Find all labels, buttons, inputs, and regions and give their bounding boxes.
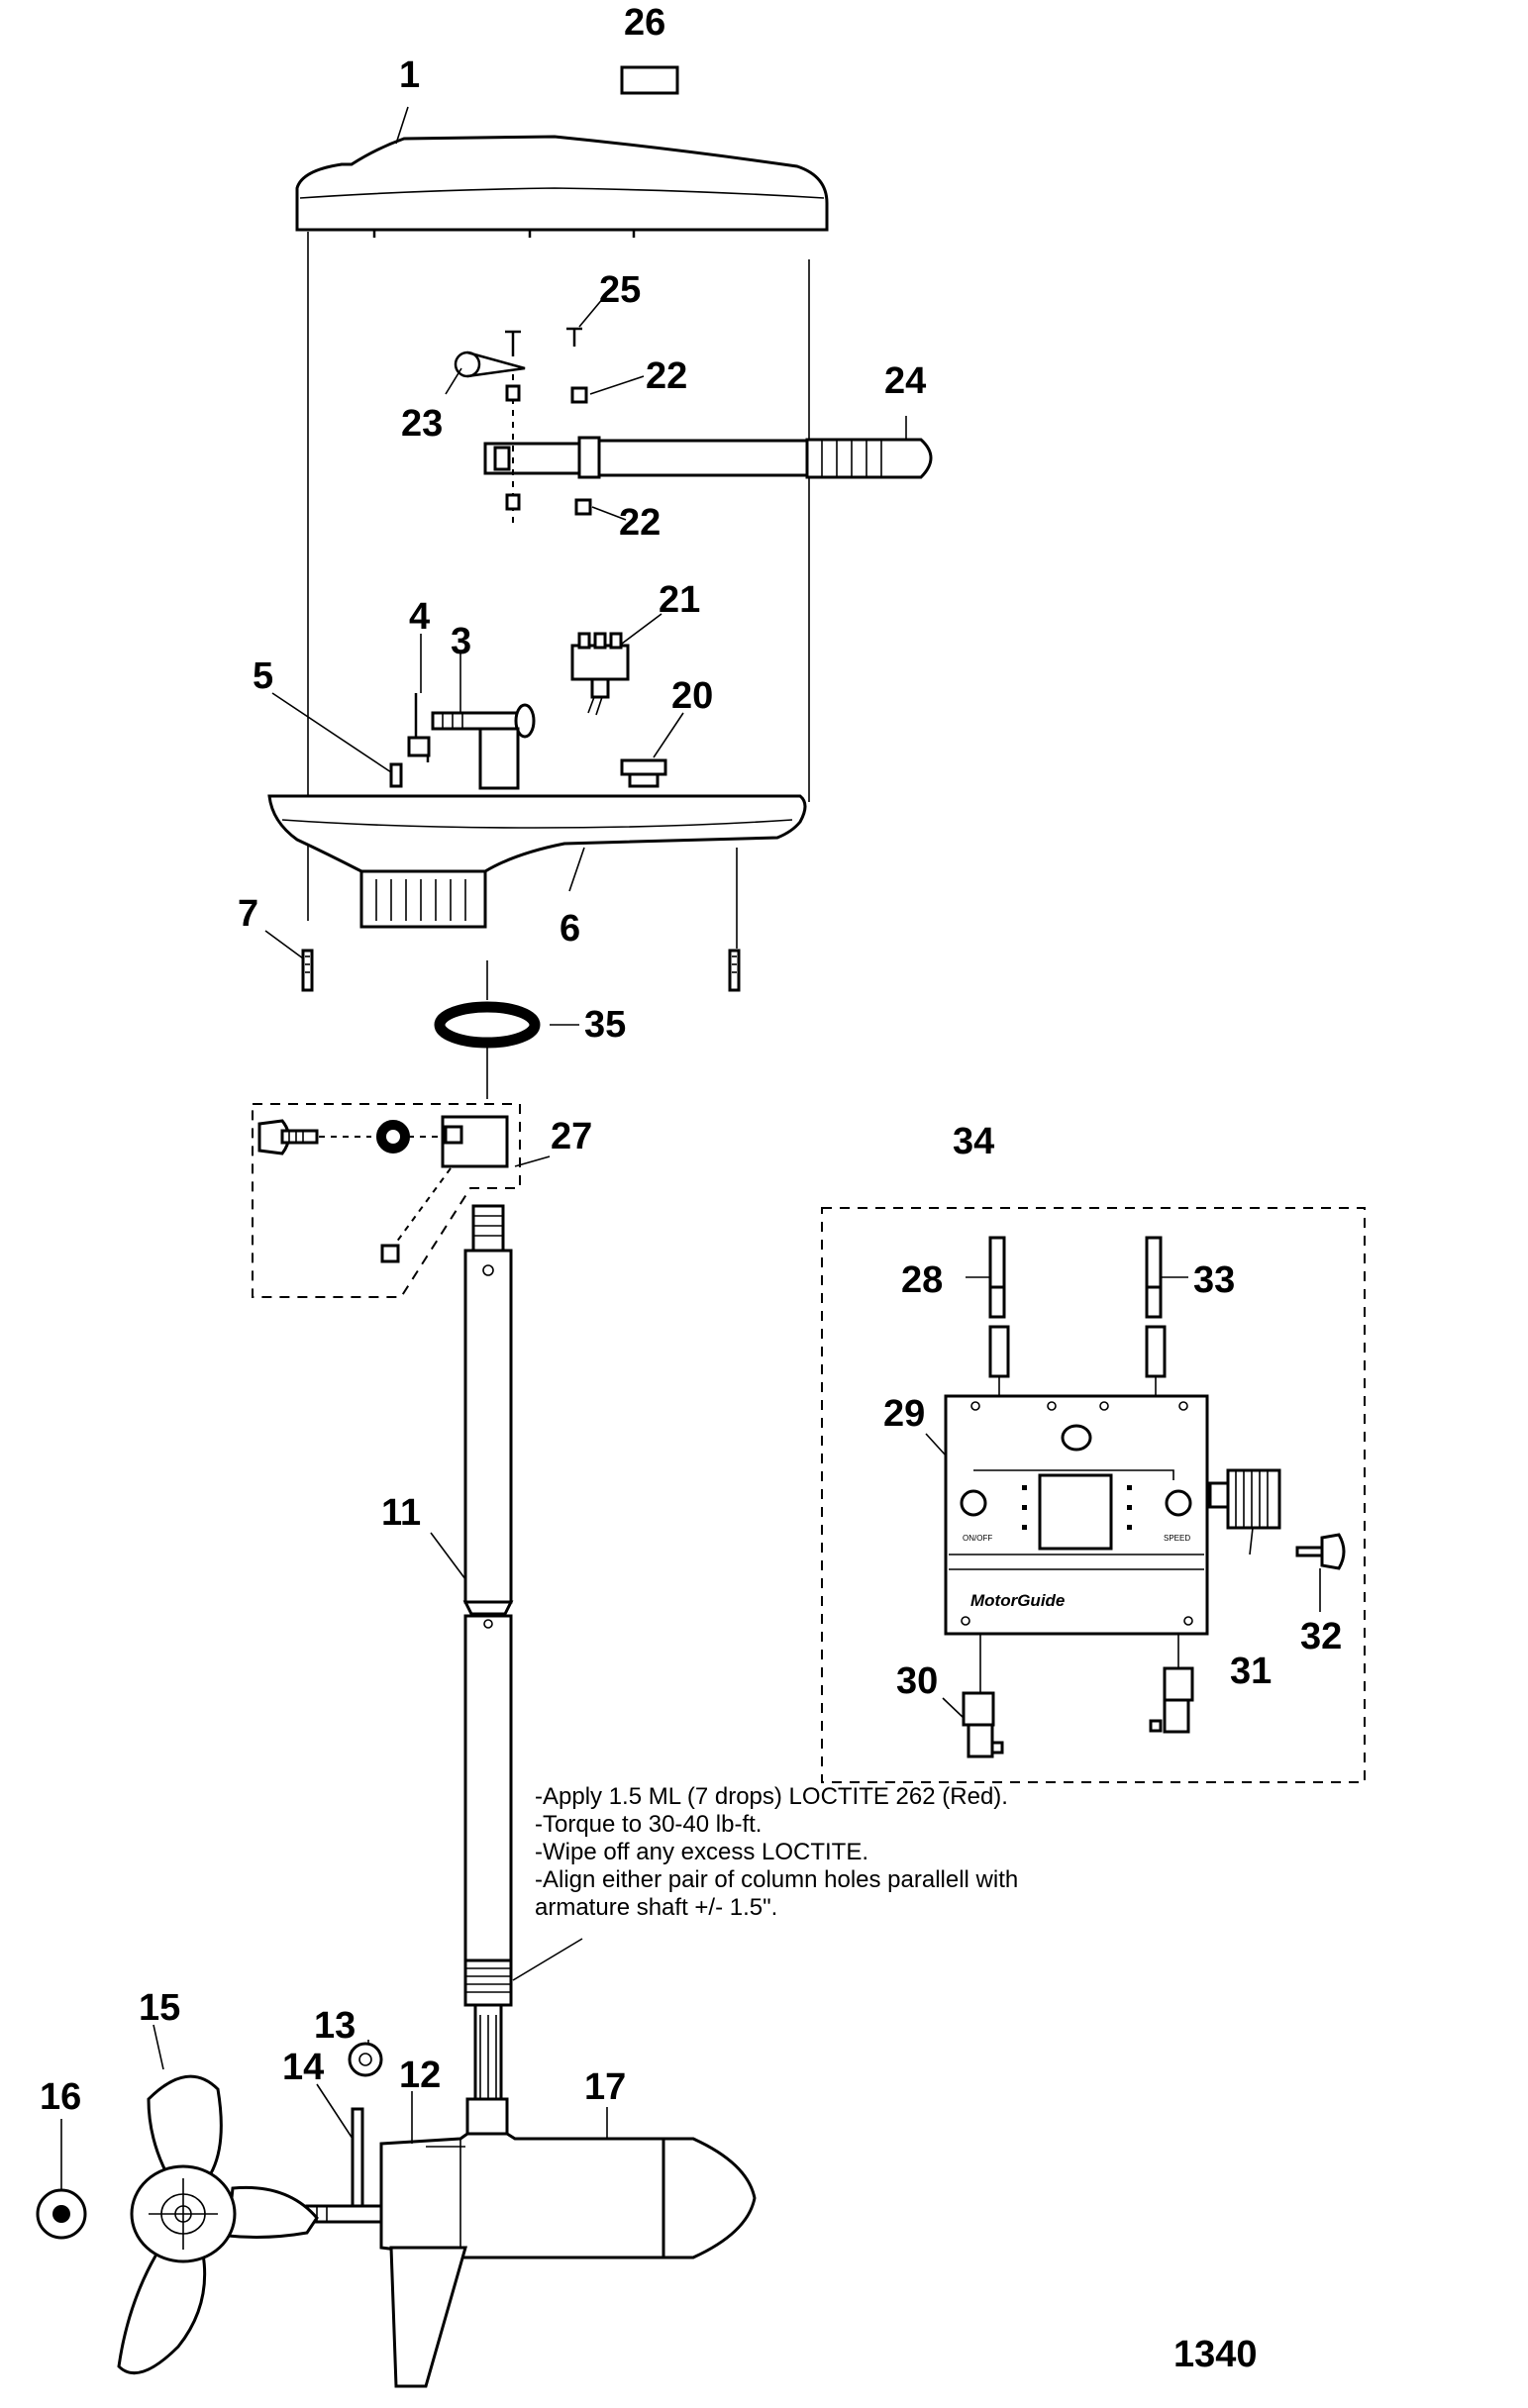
callout-31: 31	[1230, 1651, 1272, 1692]
callout-7: 7	[238, 893, 258, 935]
callout-3: 3	[451, 621, 471, 662]
part-1-top-cover	[295, 135, 829, 238]
note-line-2: -Torque to 30-40 lb-ft.	[535, 1811, 762, 1838]
part-3-pivot-rod	[431, 703, 536, 790]
callout-16: 16	[40, 2076, 81, 2118]
control-box-on-off-label: ON/OFF	[963, 1534, 992, 1543]
control-box-brand-logo: MotorGuide	[970, 1591, 1065, 1610]
callout-29: 29	[883, 1393, 925, 1435]
part-29-control-box	[944, 1394, 1209, 1636]
callout-30: 30	[896, 1660, 938, 1702]
part-21-switch	[570, 632, 630, 716]
note-line-1: -Apply 1.5 ML (7 drops) LOCTITE 262 (Red…	[535, 1783, 1008, 1810]
callout-23: 23	[401, 403, 443, 445]
loctite-assembly-note: -Apply 1.5 ML (7 drops) LOCTITE 262 (Red…	[535, 1783, 1018, 1921]
callout-12: 12	[399, 2055, 441, 2096]
callout-13: 13	[314, 2005, 356, 2047]
callout-32: 32	[1300, 1616, 1342, 1657]
callout-22-lower: 22	[619, 502, 661, 544]
handle-screw-bottom-nut	[505, 493, 521, 511]
figure-number: 1340	[1173, 2334, 1258, 2375]
callout-25: 25	[599, 269, 641, 311]
part-13-nut	[348, 2042, 383, 2077]
callout-35: 35	[584, 1004, 626, 1046]
part-20-plug	[620, 758, 667, 788]
part-5-screw	[389, 762, 403, 788]
note-line-3: -Wipe off any excess LOCTITE.	[535, 1839, 868, 1865]
part-22-nuts	[570, 386, 592, 516]
part-16-prop-nut	[36, 2188, 87, 2240]
part-11-column	[462, 1204, 514, 2116]
part-35-o-ring	[434, 1001, 541, 1049]
part-17-motor	[379, 2097, 757, 2388]
callout-14: 14	[282, 2047, 324, 2088]
callout-20: 20	[671, 675, 713, 717]
callout-34: 34	[953, 1121, 994, 1162]
callout-4: 4	[409, 596, 430, 638]
part-30-connectors	[962, 1634, 1194, 1758]
handle-screw-top-nut	[505, 384, 521, 402]
prop-shaft	[305, 2204, 383, 2224]
callout-22-upper: 22	[646, 355, 687, 397]
callout-leader-lines	[60, 106, 1321, 2190]
part-4-bracket	[407, 693, 431, 762]
part-24-tiller-handle	[483, 436, 933, 479]
callout-24: 24	[884, 360, 926, 402]
part-31-knob	[1208, 1468, 1281, 1530]
note-line-5: armature shaft +/- 1.5".	[535, 1894, 777, 1921]
part-33-terminal-boot	[1145, 1236, 1167, 1378]
part-34-control-kit-outline	[821, 1207, 1366, 1783]
part-7-screws	[301, 949, 741, 992]
callout-11: 11	[381, 1492, 421, 1534]
part-28-terminal-boot	[988, 1236, 1010, 1378]
part-6-lower-housing	[267, 794, 807, 929]
callout-1: 1	[399, 54, 420, 96]
callout-15: 15	[139, 1987, 180, 2029]
callout-26: 26	[624, 2, 665, 44]
callout-5: 5	[253, 655, 273, 697]
part-23-spring-clip	[454, 351, 526, 378]
callout-17: 17	[584, 2066, 626, 2108]
part-27-collar-kit-outline	[252, 1103, 521, 1298]
part-32-knob-screw	[1295, 1533, 1346, 1570]
callout-6: 6	[560, 908, 580, 950]
part-14-pin	[351, 2107, 364, 2210]
part-26-label	[620, 65, 679, 95]
callout-27: 27	[551, 1116, 592, 1157]
part-27-collar-kit	[257, 1115, 509, 1263]
callout-28: 28	[901, 1259, 943, 1301]
callout-33: 33	[1193, 1259, 1235, 1301]
callout-21: 21	[659, 579, 700, 621]
note-line-4: -Align either pair of column holes paral…	[535, 1866, 1018, 1893]
part-15-propeller	[117, 2074, 319, 2375]
control-box-speed-label: SPEED	[1164, 1534, 1190, 1543]
part-25-screws	[505, 327, 582, 356]
